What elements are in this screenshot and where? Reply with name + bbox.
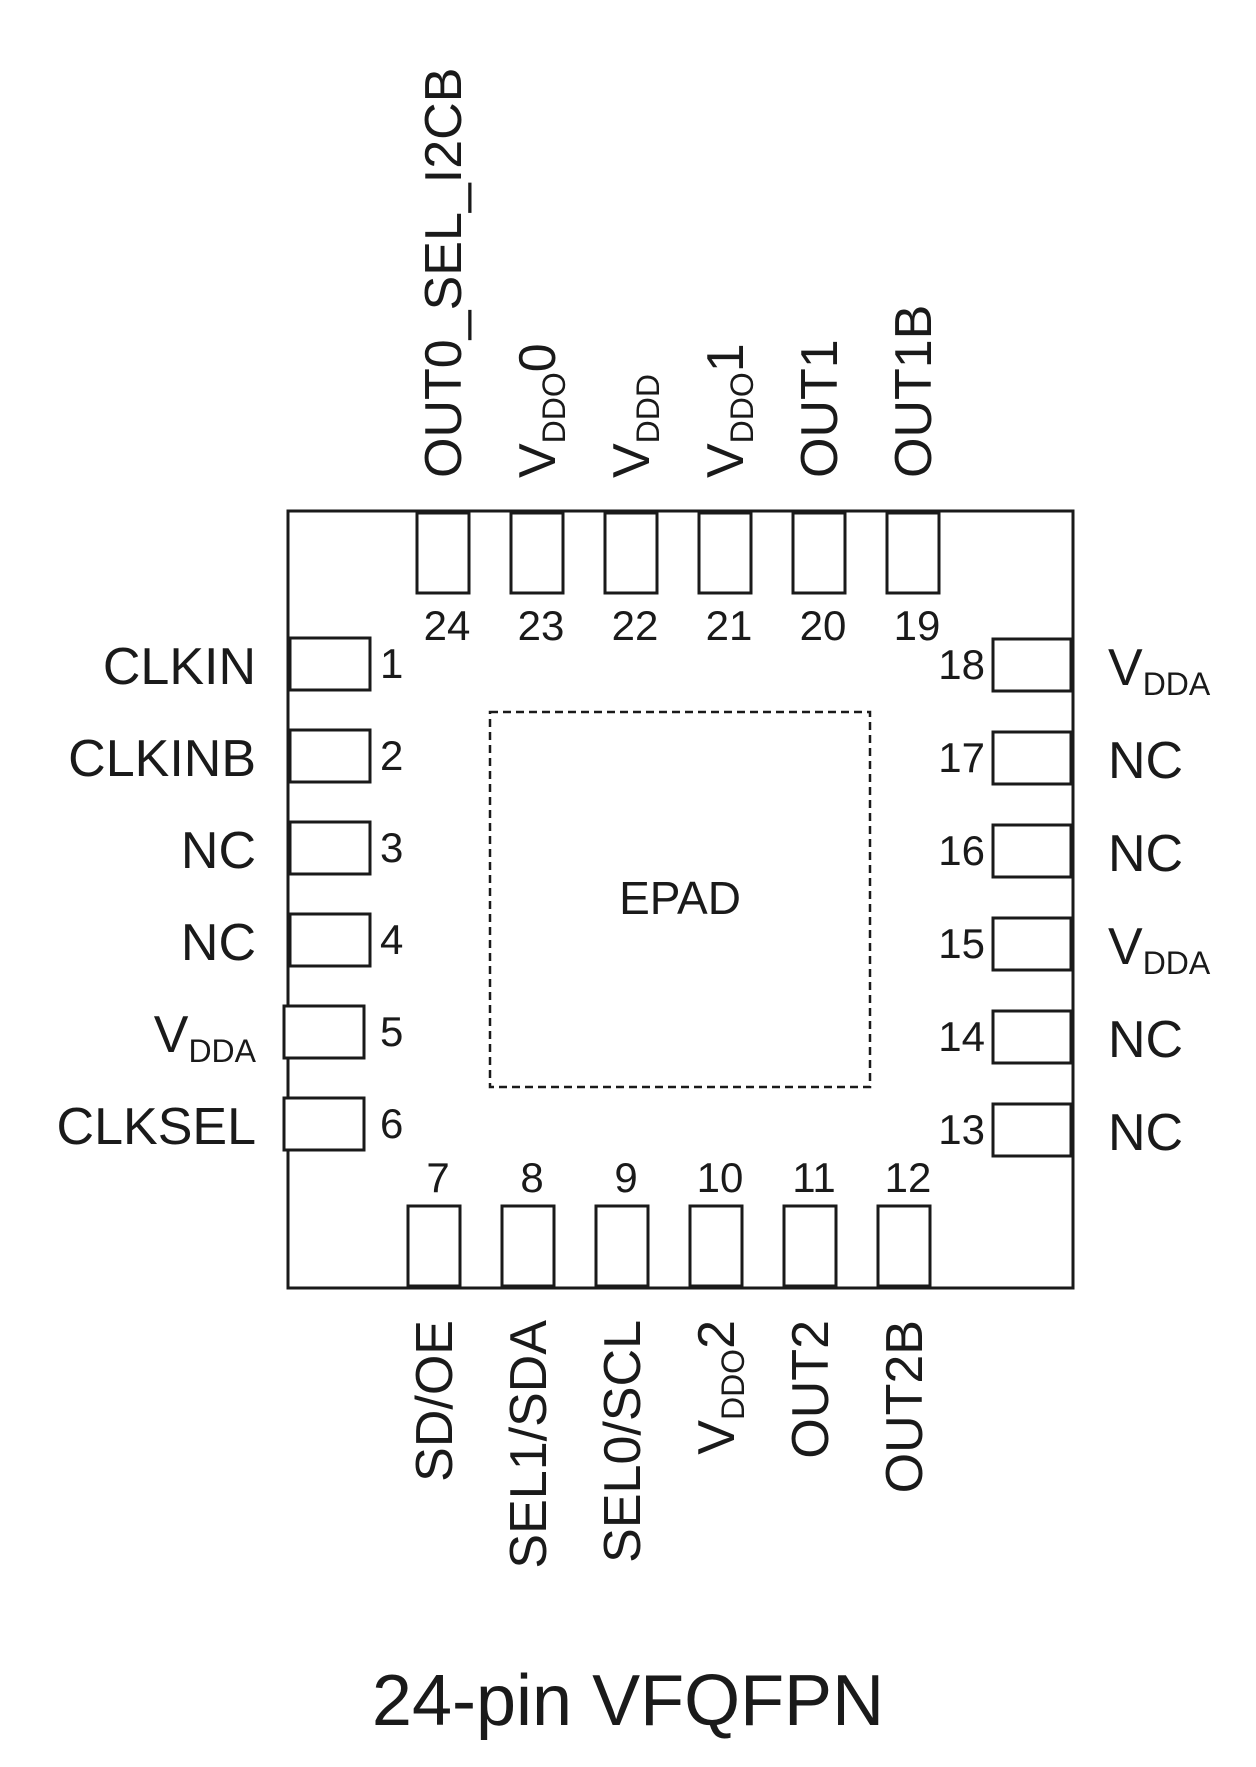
pin-number-13: 13 — [938, 1106, 985, 1153]
pin-name-bottom-1: SD/OE — [406, 1320, 464, 1482]
pin-name-top-5: VDDO0 — [509, 343, 572, 478]
pin-number-16: 16 — [938, 827, 985, 874]
pin-pad-24 — [415, 511, 471, 595]
pin-name-right-5: NC — [1108, 732, 1183, 790]
epad-label: EPAD — [619, 872, 741, 924]
pin-name-left-3: NC — [181, 822, 256, 880]
pin-name-right-3: VDDA — [1108, 918, 1211, 981]
pin-name-bottom-2: SEL1/SDA — [500, 1320, 558, 1569]
pin-pad-14 — [991, 1009, 1073, 1065]
pin-number-12: 12 — [885, 1154, 932, 1201]
pin-number-15: 15 — [938, 920, 985, 967]
pin-pad-4 — [288, 912, 372, 968]
pin-name-bottom-4: VDDO2 — [688, 1320, 751, 1455]
pin-number-11: 11 — [792, 1154, 836, 1201]
pin-pad-11 — [782, 1204, 838, 1288]
pin-number-19: 19 — [894, 602, 941, 649]
pin-number-17: 17 — [938, 734, 985, 781]
pin-number-24: 24 — [424, 602, 471, 649]
pin-name-right-6: VDDA — [1108, 639, 1211, 702]
pin-name-top-4: VDDD — [603, 374, 666, 478]
package-body — [286, 509, 1075, 1290]
pin-pad-23 — [509, 511, 565, 595]
pin-number-18: 18 — [938, 641, 985, 688]
pin-name-top-3: VDDO1 — [697, 343, 760, 478]
package-caption: 24-pin VFQFPN — [371, 1661, 885, 1741]
pin-name-bottom-6: OUT2B — [876, 1320, 934, 1493]
pin-number-10: 10 — [697, 1154, 744, 1201]
pin-pad-8 — [500, 1204, 556, 1288]
pin-pad-12 — [876, 1204, 932, 1288]
pin-name-left-6: CLKSEL — [57, 1098, 256, 1156]
pin-name-left-2: CLKINB — [68, 730, 256, 788]
pin-name-left-1: CLKIN — [103, 638, 256, 696]
pin-name-bottom-3: SEL0/SCL — [594, 1320, 652, 1563]
pin-number-23: 23 — [518, 602, 565, 649]
pin-number-8: 8 — [520, 1154, 543, 1201]
pin-number-14: 14 — [938, 1013, 985, 1060]
pin-name-top-6: OUT0_SEL_I2CB — [415, 68, 473, 478]
pin-name-right-2: NC — [1108, 1011, 1183, 1069]
pin-pad-5 — [282, 1004, 366, 1060]
pin-number-4: 4 — [380, 916, 403, 963]
pin-number-2: 2 — [380, 732, 403, 779]
pin-pad-6 — [282, 1096, 366, 1152]
pin-name-top-1: OUT1B — [885, 305, 943, 478]
pin-number-22: 22 — [612, 602, 659, 649]
pin-pad-21 — [697, 511, 753, 595]
pin-pad-22 — [603, 511, 659, 595]
pin-pad-18 — [991, 637, 1073, 693]
pin-number-9: 9 — [614, 1154, 637, 1201]
pin-pad-16 — [991, 823, 1073, 879]
pin-pad-13 — [991, 1102, 1073, 1158]
pin-pad-2 — [288, 728, 372, 784]
pin-pad-10 — [688, 1204, 744, 1288]
pin-number-3: 3 — [380, 824, 403, 871]
pin-pad-20 — [791, 511, 847, 595]
pin-name-left-4: NC — [181, 914, 256, 972]
pin-pad-7 — [406, 1204, 462, 1288]
pin-number-6: 6 — [380, 1100, 403, 1147]
pin-pad-3 — [288, 820, 372, 876]
pin-pad-1 — [288, 636, 372, 692]
pin-name-right-4: NC — [1108, 825, 1183, 883]
pin-pad-17 — [991, 730, 1073, 786]
pin-name-top-2: OUT1 — [791, 339, 849, 478]
pin-pad-9 — [594, 1204, 650, 1288]
pin-name-bottom-5: OUT2 — [782, 1320, 840, 1459]
pin-number-1: 1 — [380, 640, 403, 687]
pin-number-7: 7 — [426, 1154, 449, 1201]
pin-pad-19 — [885, 511, 941, 595]
pin-number-20: 20 — [800, 602, 847, 649]
pin-number-5: 5 — [380, 1008, 403, 1055]
exposed-pad — [488, 710, 872, 1089]
pin-number-21: 21 — [706, 602, 753, 649]
pin-name-left-5: VDDA — [154, 1006, 257, 1069]
pin-name-right-1: NC — [1108, 1104, 1183, 1162]
pin-pad-15 — [991, 916, 1073, 972]
